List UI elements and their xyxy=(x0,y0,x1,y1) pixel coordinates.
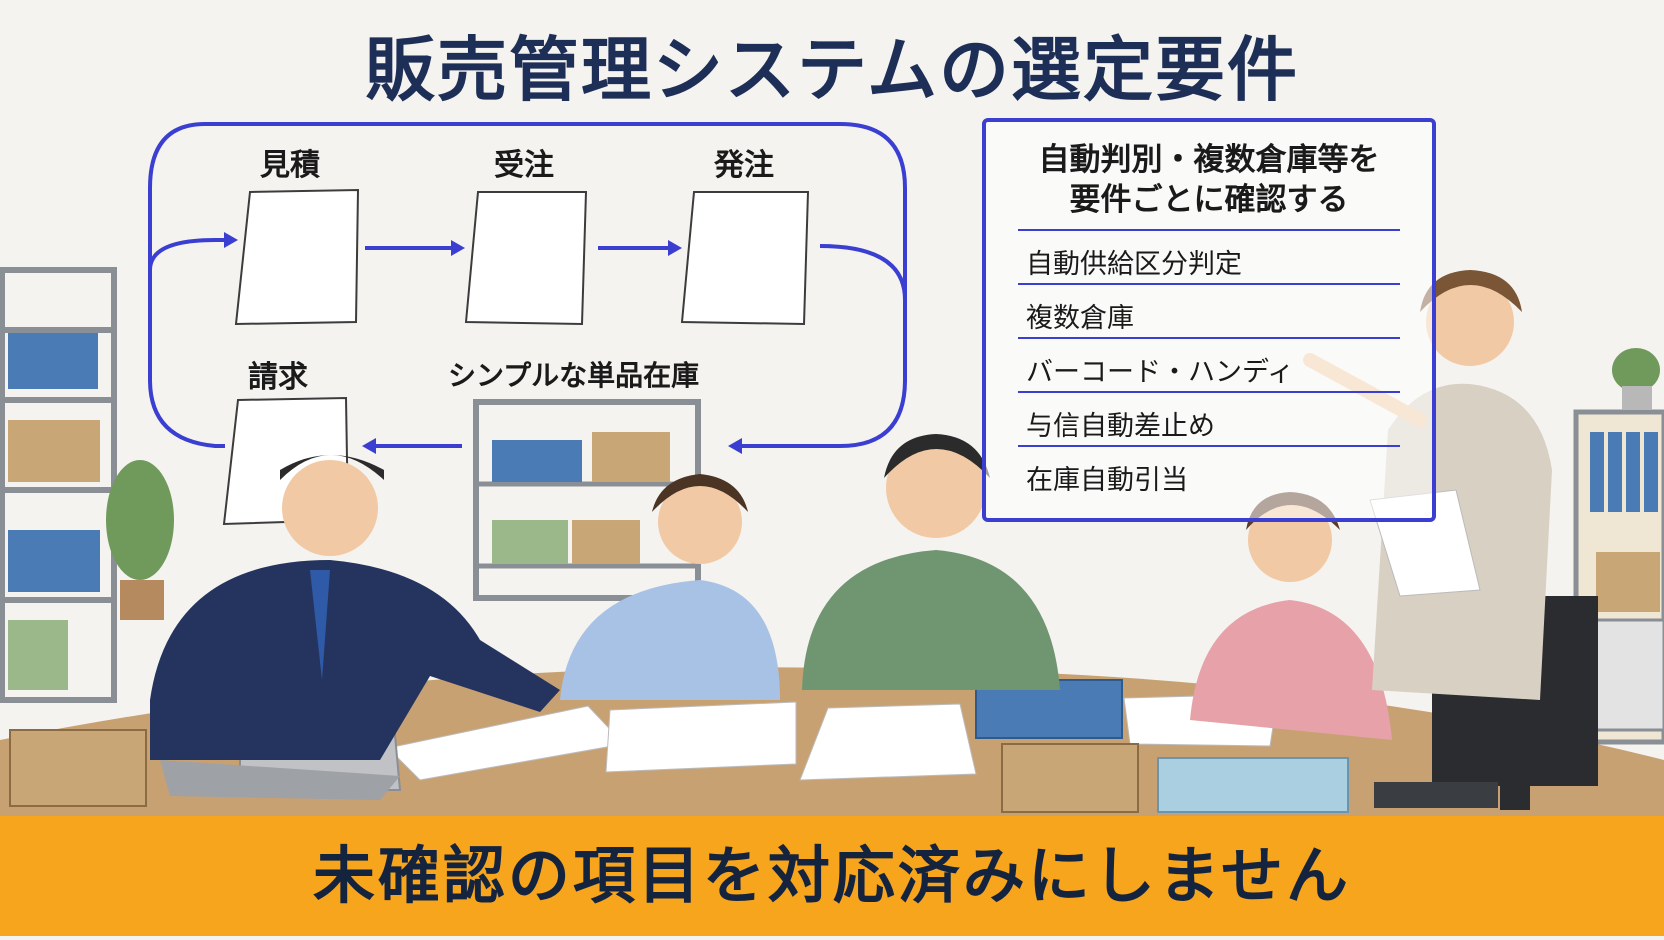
person-blue-shirt xyxy=(560,474,780,700)
requirements-heading-line1: 自動判別・複数倉庫等を xyxy=(1038,142,1380,178)
requirement-item: 与信自動差止め xyxy=(1026,411,1215,442)
flow-step-order: 受注 xyxy=(494,148,554,183)
requirement-item: 在庫自動引当 xyxy=(1026,465,1188,496)
flow-step-purchase: 発注 xyxy=(714,148,774,183)
requirements-dividers xyxy=(1018,229,1400,447)
requirements-panel: 自動判別・複数倉庫等を 要件ごとに確認する 自動供給区分判定 複数倉庫 バーコー… xyxy=(982,118,1436,522)
requirement-item: 自動供給区分判定 xyxy=(1026,249,1242,280)
flow-step-estimate: 見積 xyxy=(260,148,320,183)
center-shelf xyxy=(473,399,701,601)
plant-left xyxy=(106,460,174,620)
flow-loop xyxy=(148,122,907,454)
page-title: 販売管理システムの選定要件 xyxy=(365,29,1299,111)
flow-inventory-label: シンプルな単品在庫 xyxy=(448,359,700,392)
caption-banner: 未確認の項目を対応済みにしません xyxy=(0,816,1664,936)
requirements-heading: 自動判別・複数倉庫等を 要件ごとに確認する xyxy=(986,140,1432,220)
caption-text: 未確認の項目を対応済みにしません xyxy=(312,839,1352,912)
requirement-item: バーコード・ハンディ xyxy=(1026,357,1295,388)
requirements-heading-line2: 要件ごとに確認する xyxy=(1069,182,1349,218)
flow-documents xyxy=(222,188,810,526)
flow-step-billing: 請求 xyxy=(248,360,308,395)
person-green-jacket xyxy=(802,434,1060,690)
requirement-item: 複数倉庫 xyxy=(1026,303,1134,334)
left-shelf xyxy=(0,267,117,703)
person-suit xyxy=(150,455,560,760)
